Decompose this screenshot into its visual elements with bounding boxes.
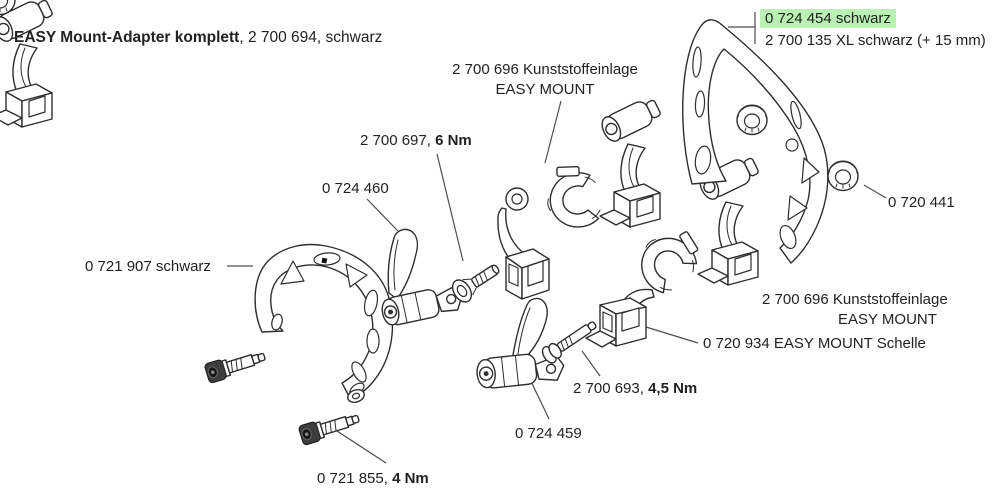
label-2700135: 2 700 135 XL schwarz (+ 15 mm): [765, 32, 986, 49]
page-title: EASY Mount-Adapter komplett, 2 700 694, …: [14, 28, 382, 48]
part-drawing-0724454-bracket-xl: [682, 19, 829, 264]
label-2700693: 2 700 693, 4,5 Nm: [573, 379, 697, 399]
label-0724454: 0 724 454 schwarz: [760, 9, 896, 29]
part-drawing-schelle-center: [597, 94, 664, 228]
label-2700697-number: 2 700 697,: [360, 132, 436, 149]
leader-2700697: [436, 153, 464, 262]
part-drawing-0721907-bracket: [254, 243, 394, 399]
part-drawing-ring-nut-1: [736, 104, 768, 136]
label-0721855-number: 0 721 855,: [317, 470, 393, 487]
label-0724460: 0 724 460: [322, 180, 389, 197]
label-insert-top: 2 700 696 Kunststoffeinlage EASY MOUNT: [449, 60, 641, 100]
leader-lines: [227, 12, 887, 464]
label-0721855: 0 721 855, 4 Nm: [317, 469, 429, 489]
bracket-mark: [321, 257, 328, 264]
label-insert-right-line2: EASY MOUNT: [838, 311, 937, 328]
part-drawing-2700697-bolt: [451, 264, 500, 303]
label-2700697: 2 700 697, 6 Nm: [360, 131, 472, 151]
part-drawing-0721855-screw-2: [298, 414, 360, 446]
leader-0720934: [645, 326, 699, 344]
part-drawing-0724459-lever: [476, 297, 565, 389]
label-2700697-torque: 6 Nm: [435, 132, 472, 149]
label-0724459: 0 724 459: [515, 425, 582, 442]
part-drawing-washer: [347, 388, 365, 404]
part-drawing-0720934-schelle: [585, 288, 655, 348]
label-insert-top-line2: EASY MOUNT: [495, 81, 595, 98]
label-insert-top-line1: 2 700 696 Kunststoffeinlage: [452, 61, 638, 78]
page-title-normal: , 2 700 694, schwarz: [239, 29, 383, 46]
part-drawing-2700693-bolt: [541, 321, 597, 364]
leader-0724460: [366, 198, 399, 232]
label-0720441: 0 720 441: [888, 194, 955, 211]
part-drawing-2700696-insert-lower: [641, 231, 699, 294]
label-0721855-torque: 4 Nm: [392, 470, 429, 487]
leader-0724454: [728, 12, 756, 44]
part-drawing-0724460-lever: [381, 228, 464, 326]
page-title-bold: EASY Mount-Adapter komplett: [14, 29, 240, 46]
label-0720934: 0 720 934 EASY MOUNT Schelle: [703, 335, 926, 352]
part-drawing-0720441-ring: [827, 160, 859, 192]
label-insert-right-line1: 2 700 696 Kunststoffeinlage: [762, 291, 948, 308]
leader-2700693: [581, 350, 601, 377]
label-2700693-torque: 4,5 Nm: [648, 380, 698, 397]
leader-insert-top: [544, 100, 562, 164]
leader-0721855: [336, 430, 387, 464]
label-0721907: 0 721 907 schwarz: [85, 258, 211, 275]
part-drawing-easymount-arm: [497, 187, 550, 300]
label-0724454-text: 0 724 454 schwarz: [760, 9, 896, 28]
part-drawing-2700696-insert-top: [547, 165, 601, 228]
leader-0720441: [863, 184, 887, 199]
label-2700693-number: 2 700 693,: [573, 380, 649, 397]
part-drawing-0721855-screw-1: [204, 352, 266, 384]
